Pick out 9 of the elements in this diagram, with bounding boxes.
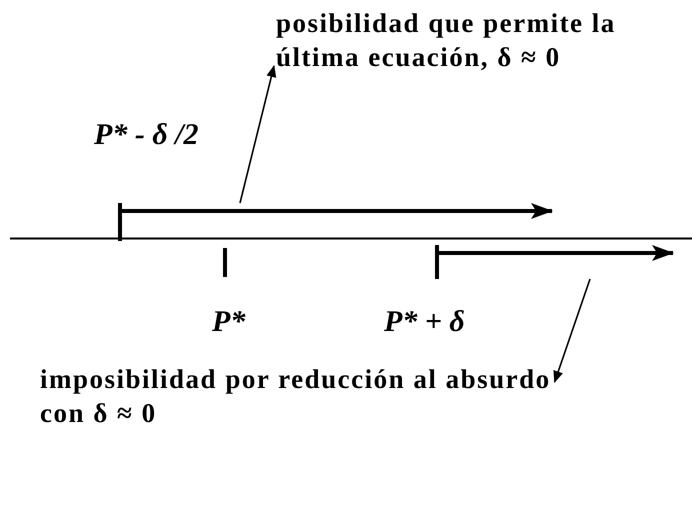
range-arrow <box>116 203 554 241</box>
range-arrow <box>433 245 675 279</box>
annotation-text: imposibilidad por reducción al absurdo con δ ≈ 0 <box>40 363 552 430</box>
annotation-text: posibilidad que permite la última ecuación, δ ≈ 0 <box>276 7 617 74</box>
point-label: P* <box>212 305 246 339</box>
leader-arrow <box>239 65 276 204</box>
point-label: P* - δ /2 <box>94 118 199 152</box>
point-label: P* + δ <box>384 305 465 339</box>
leader-arrow <box>553 278 591 383</box>
